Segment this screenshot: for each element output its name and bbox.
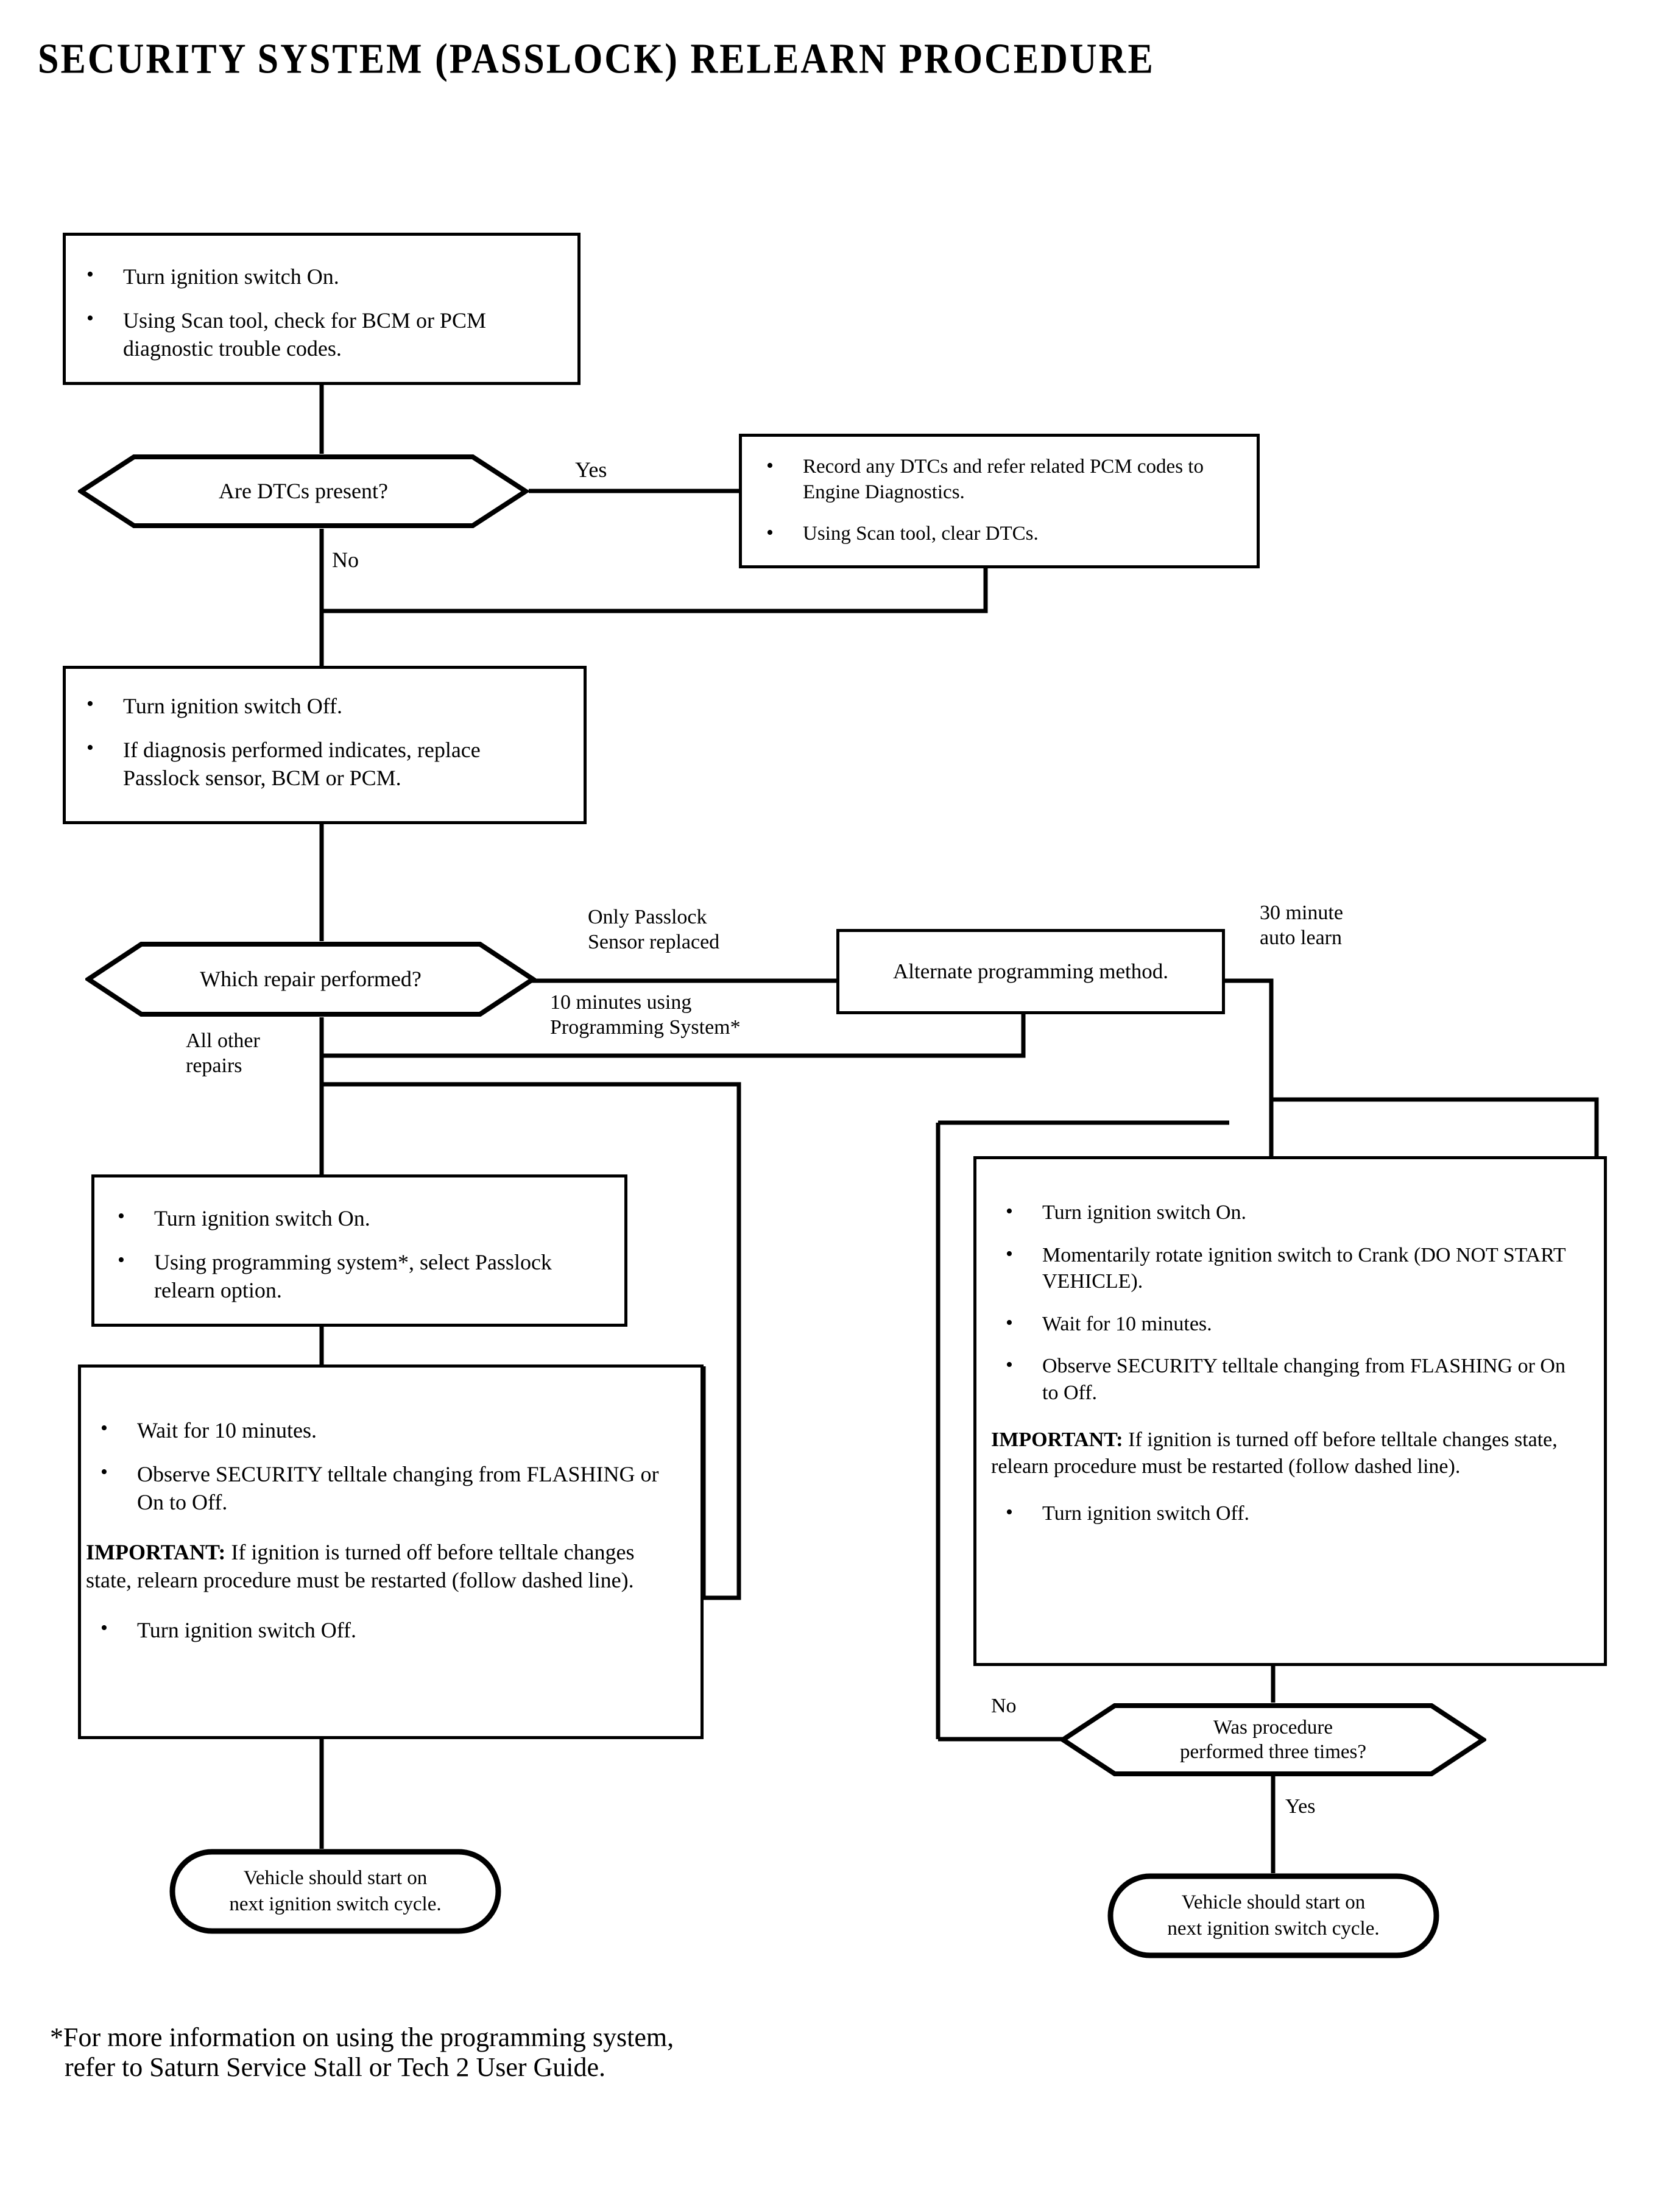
important-label: IMPORTANT:: [991, 1428, 1123, 1452]
node-dtc-decision: Are DTCs present?: [78, 454, 529, 529]
bullet-item: Turn ignition switch Off.: [86, 1615, 682, 1644]
prog-wait-content: Wait for 10 minutes. Observe SECURITY te…: [86, 1415, 682, 1644]
prog-select-bullets: Turn ignition switch On. Using programmi…: [103, 1203, 602, 1304]
bullet-item: Turn ignition switch On.: [991, 1198, 1583, 1226]
node-end-right: Vehicle should start on next ignition sw…: [1107, 1873, 1439, 1958]
edge-label-auto-learn-30: 30 minute auto learn: [1260, 902, 1343, 950]
three-times-label: Was procedure performed three times?: [1060, 1703, 1486, 1777]
bullet-item: Using Scan tool, clear DTCs.: [752, 520, 1241, 546]
footnote: *For more information on using the progr…: [50, 2022, 674, 2083]
edge-label-dtc-yes: Yes: [575, 457, 607, 482]
footnote-line-1: *For more information on using the progr…: [50, 2022, 674, 2052]
node-prog-wait: Wait for 10 minutes. Observe SECURITY te…: [78, 1364, 704, 1739]
three-times-line2: performed three times?: [1179, 1741, 1367, 1763]
important-note: IMPORTANT: If ignition is turned off bef…: [991, 1427, 1583, 1480]
bullet-item: Record any DTCs and refer related PCM co…: [752, 453, 1241, 505]
bullet-item: Turn ignition switch On.: [72, 261, 556, 291]
end-left-line2: next ignition switch cycle.: [229, 1893, 442, 1915]
end-right-label: Vehicle should start on next ignition sw…: [1107, 1873, 1439, 1958]
bullet-item: Wait for 10 minutes.: [86, 1415, 682, 1444]
end-right-line2: next ignition switch cycle.: [1167, 1918, 1380, 1940]
dtc-decision-label: Are DTCs present?: [219, 478, 388, 503]
which-repair-label: Which repair performed?: [200, 966, 422, 991]
page-title: SECURITY SYSTEM (PASSLOCK) RELEARN PROCE…: [38, 36, 1155, 83]
node-auto-learn: Turn ignition switch On. Momentarily rot…: [973, 1156, 1607, 1666]
edge-label-all-other: All other repairs: [186, 1029, 260, 1078]
bullet-item: Momentarily rotate ignition switch to Cr…: [991, 1241, 1583, 1295]
edge-label-three-yes: Yes: [1285, 1795, 1316, 1818]
edge-label-dtc-no: No: [332, 548, 359, 572]
node-end-left: Vehicle should start on next ignition sw…: [169, 1849, 501, 1934]
alternate-method-label: Alternate programming method.: [893, 959, 1168, 983]
end-left-label: Vehicle should start on next ignition sw…: [169, 1849, 501, 1934]
node-record-dtcs: Record any DTCs and refer related PCM co…: [739, 434, 1260, 568]
edge-label-only-passlock: Only Passlock Sensor replaced: [588, 906, 720, 954]
end-right-line1: Vehicle should start on: [1181, 1891, 1366, 1914]
bullet-item: If diagnosis performed indicates, replac…: [72, 735, 562, 792]
bullet-item: Using programming system*, select Passlo…: [103, 1247, 602, 1304]
important-text: If ignition is turned off before telltal…: [991, 1428, 1558, 1478]
bullet-item: Turn ignition switch Off.: [991, 1499, 1583, 1527]
footnote-line-2: refer to Saturn Service Stall or Tech 2 …: [65, 2052, 606, 2083]
ignition-off-bullets: Turn ignition switch Off. If diagnosis p…: [72, 691, 562, 792]
node-start-check: Turn ignition switch On. Using Scan tool…: [63, 233, 581, 385]
bullet-item: Turn ignition switch Off.: [72, 691, 562, 720]
bullet-item: Observe SECURITY telltale changing from …: [86, 1459, 682, 1516]
bullet-item: Using Scan tool, check for BCM or PCM di…: [72, 305, 556, 362]
edge-label-three-no: No: [991, 1695, 1017, 1717]
bullet-item: Wait for 10 minutes.: [991, 1310, 1583, 1338]
important-text: If ignition is turned off before telltal…: [86, 1540, 635, 1593]
bullet-item: Turn ignition switch On.: [103, 1203, 602, 1232]
auto-learn-content: Turn ignition switch On. Momentarily rot…: [991, 1198, 1583, 1527]
node-which-repair: Which repair performed?: [85, 941, 536, 1017]
record-dtcs-bullets: Record any DTCs and refer related PCM co…: [752, 453, 1241, 547]
start-check-bullets: Turn ignition switch On. Using Scan tool…: [72, 261, 556, 362]
end-left-line1: Vehicle should start on: [243, 1867, 428, 1890]
node-three-times-decision: Was procedure performed three times?: [1060, 1703, 1486, 1777]
node-alternate-method: Alternate programming method.: [836, 929, 1225, 1014]
node-prog-select: Turn ignition switch On. Using programmi…: [91, 1174, 627, 1327]
bullet-item: Observe SECURITY telltale changing from …: [991, 1352, 1583, 1406]
node-ignition-off: Turn ignition switch Off. If diagnosis p…: [63, 666, 587, 824]
edge-label-ten-minutes: 10 minutes using Programming System*: [550, 991, 741, 1039]
important-label: IMPORTANT:: [86, 1540, 226, 1565]
important-note: IMPORTANT: If ignition is turned off bef…: [86, 1538, 682, 1594]
three-times-line1: Was procedure: [1213, 1716, 1333, 1739]
